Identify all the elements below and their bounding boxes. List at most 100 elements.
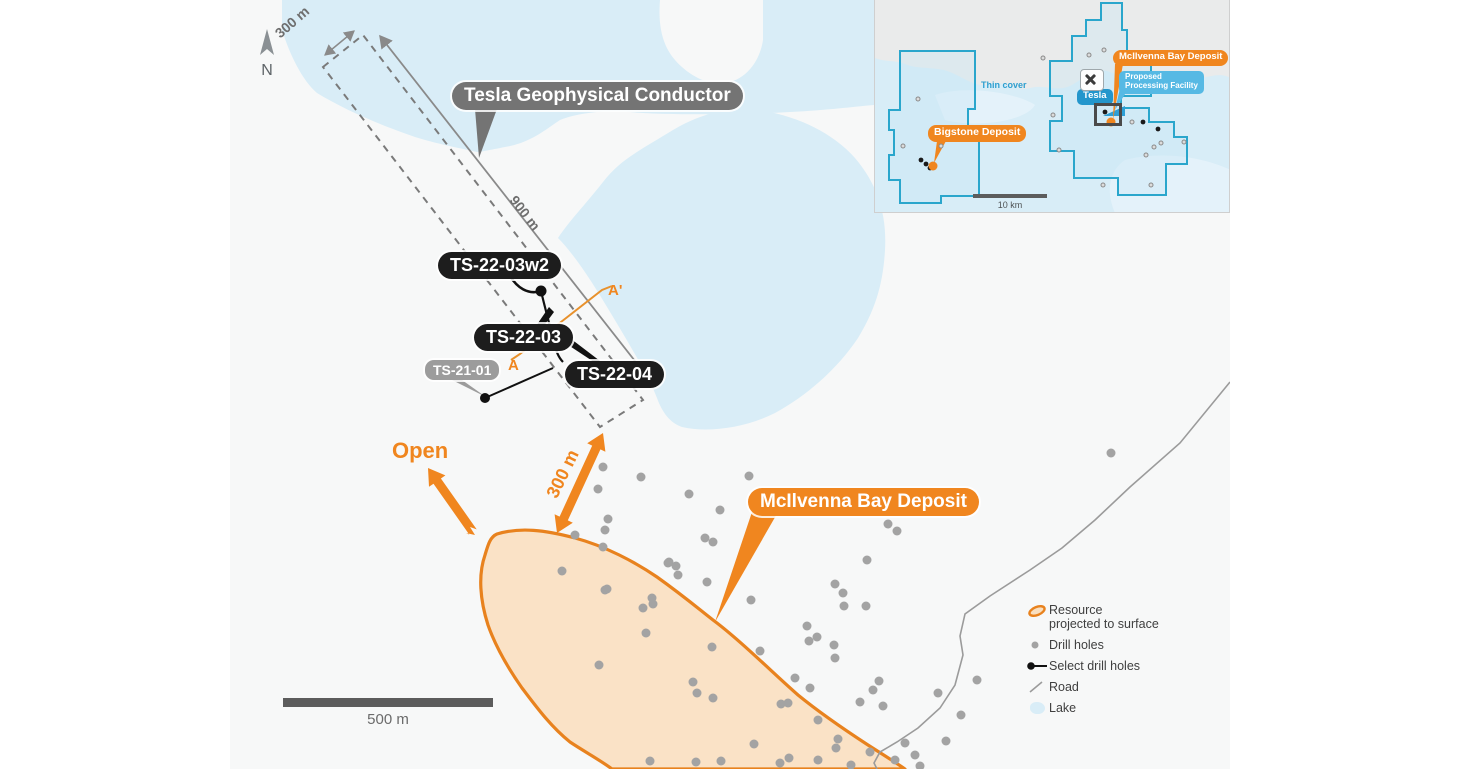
drill-hole-dot (744, 471, 754, 481)
drill-hole-dot (641, 628, 651, 638)
drill-hole-dot (1151, 144, 1157, 150)
open-arrow (428, 468, 477, 535)
drill-hole-dot (915, 96, 921, 102)
inset-scale-bar (973, 194, 1047, 198)
drill-hole-dot (671, 561, 681, 571)
drill-hole-dot (708, 693, 718, 703)
main-map: N 300 m 900 m 300 m A A' Open Tesla Geop… (230, 0, 1230, 769)
drill-hole-dot (805, 683, 815, 693)
drill-hole-dot (684, 489, 694, 499)
main-map-graphics (282, 0, 1230, 769)
drill-hole-dot (645, 756, 655, 766)
drill-hole-dot (813, 755, 823, 765)
drill-hole-dot (570, 530, 580, 540)
thin-cover-area (875, 0, 1229, 89)
drill-hole-dot (776, 699, 786, 709)
drill-hole-dot (892, 526, 902, 536)
deposit-label-tail (715, 512, 778, 622)
inset-map-graphics (875, 0, 1229, 212)
drill-hole-dot (900, 738, 910, 748)
legend-label: Select drill holes (1049, 658, 1141, 673)
legend-label: Resource projected to surface (1049, 603, 1159, 632)
section-a-prime-label: A' (608, 282, 623, 299)
conductor-label: Tesla Geophysical Conductor (452, 82, 743, 110)
mine-symbol-icon (1080, 69, 1104, 91)
legend-item-resource: Resource projected to surface (1025, 603, 1230, 632)
processing-facility-label: Proposed Processing Facility (1119, 71, 1204, 94)
drill-hole-dot (830, 653, 840, 663)
north-arrow-icon (260, 29, 274, 55)
hole-ts-21-01-label: TS-21-01 (425, 360, 500, 380)
drill-hole-dot (598, 462, 608, 472)
legend-item-lake: Lake (1025, 701, 1230, 716)
dim-900-arrow (379, 34, 654, 386)
drill-hole-dot (593, 484, 603, 494)
drill-hole-dot (829, 640, 839, 650)
shallow-patch (1109, 155, 1229, 212)
drill-hole-dot (1056, 147, 1062, 153)
scale-bar-label: 500 m (367, 711, 409, 728)
drill-hole-dot (941, 736, 951, 746)
drill-hole-dot (1140, 119, 1146, 125)
drill-hole-dot (839, 601, 849, 611)
inset-scale-bar-label: 10 km (997, 200, 1023, 210)
legend-label: Lake (1049, 700, 1077, 715)
drill-hole-dot (707, 642, 717, 652)
open-label: Open (392, 438, 449, 463)
dim-300-top-arrow (324, 30, 355, 56)
deposit-label: McIlvenna Bay Deposit (748, 488, 979, 516)
tesla-label: Tesla (1077, 89, 1113, 105)
drill-hole-dot (688, 677, 698, 687)
drill-hole-dot (700, 533, 710, 543)
drill-hole-dot (647, 593, 657, 603)
drill-hole-dot (878, 701, 888, 711)
drill-hole-dot (755, 646, 765, 656)
section-line (510, 285, 613, 361)
drill-hole-dot (1143, 152, 1149, 158)
drill-hole-dot (804, 636, 814, 646)
drill-hole-dot (933, 688, 943, 698)
drill-hole-dot (708, 537, 718, 547)
drill-hole-dot (663, 558, 673, 568)
resource-outline-icon (1025, 603, 1049, 618)
hole-ts-22-03-label: TS-22-03 (474, 324, 574, 351)
legend-label: Road (1049, 679, 1079, 694)
hole-ts-22-03w2-label: TS-22-03w2 (438, 252, 562, 279)
drill-hole-dot (557, 566, 567, 576)
drill-hole-dot (868, 685, 878, 695)
drill-hole-dot (600, 585, 610, 595)
road-line (873, 381, 1230, 769)
drill-hole-dot (1100, 182, 1106, 188)
drill-hole-dot (600, 525, 610, 535)
drill-hole-dot (830, 579, 840, 589)
road-icon (1025, 680, 1049, 695)
drill-hole-dot (716, 756, 726, 766)
drill-hole-dot (1155, 126, 1161, 132)
drill-hole-dot (1181, 139, 1187, 145)
deposit-outline (479, 528, 907, 769)
drill-hole-dot (636, 472, 646, 482)
dim-300-orange-arrow (554, 433, 606, 533)
inset-map: Thin cover Bigstone Deposit McIlvenna Ba… (874, 0, 1230, 213)
north-label: N (261, 62, 273, 79)
drill-hole-dot (749, 739, 759, 749)
drill-hole-dot (1148, 182, 1154, 188)
drill-hole-dot (603, 514, 613, 524)
drill-hole-icon (1025, 638, 1049, 653)
drill-hole-dot (910, 750, 920, 760)
collar-dot (535, 285, 547, 297)
shallow-patch (935, 90, 1035, 124)
lake-icon (1025, 701, 1049, 716)
drill-hole-dot (938, 143, 944, 149)
drill-hole-dot (1102, 109, 1108, 115)
drill-hole-dot (890, 755, 900, 765)
drill-hole-dot (846, 760, 856, 769)
drill-hole-dot (802, 621, 812, 631)
drill-hole-dot (691, 757, 701, 767)
drill-hole-dot (918, 157, 924, 163)
drill-hole-dot (1101, 47, 1107, 53)
drill-hole-dot (813, 715, 823, 725)
drill-hole-dot (783, 698, 793, 708)
drill-hole-dot (638, 603, 648, 613)
